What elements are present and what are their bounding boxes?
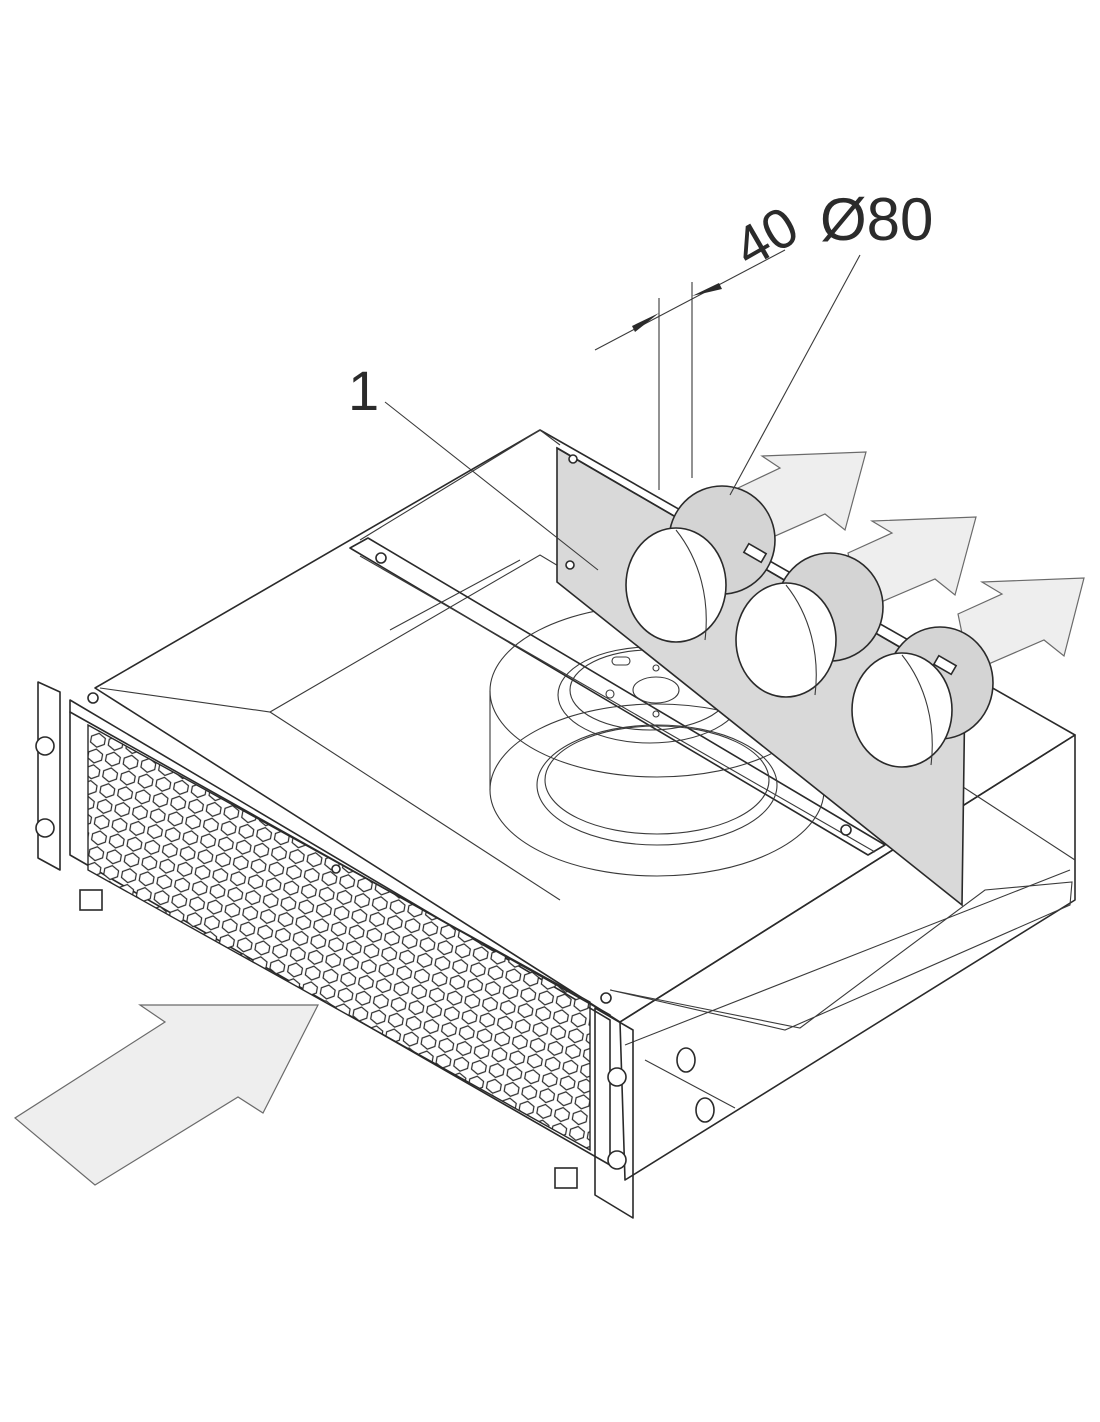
depth-dimension-label: 40: [723, 194, 808, 280]
part-number-label: 1: [348, 359, 379, 422]
exhaust-port-2: [735, 552, 884, 698]
rack-screw-right-bottom: [607, 1150, 627, 1170]
rack-screw-left-top: [35, 736, 55, 756]
exhaust-port-3: [851, 626, 994, 768]
center-rail: [349, 537, 886, 856]
rack-screw-right-top: [607, 1067, 627, 1087]
intake-airflow-arrow: [13, 1004, 319, 1186]
dimension-lines: [384, 249, 861, 571]
latch-left[interactable]: [79, 889, 103, 911]
rack-ear-left: [37, 681, 61, 871]
rack-ear-right: [594, 1007, 634, 1219]
latch-right[interactable]: [554, 1167, 578, 1189]
exhaust-port-1: [625, 485, 776, 643]
diameter-dimension-label: Ø80: [820, 186, 933, 253]
rack-screw-left-bottom: [35, 818, 55, 838]
